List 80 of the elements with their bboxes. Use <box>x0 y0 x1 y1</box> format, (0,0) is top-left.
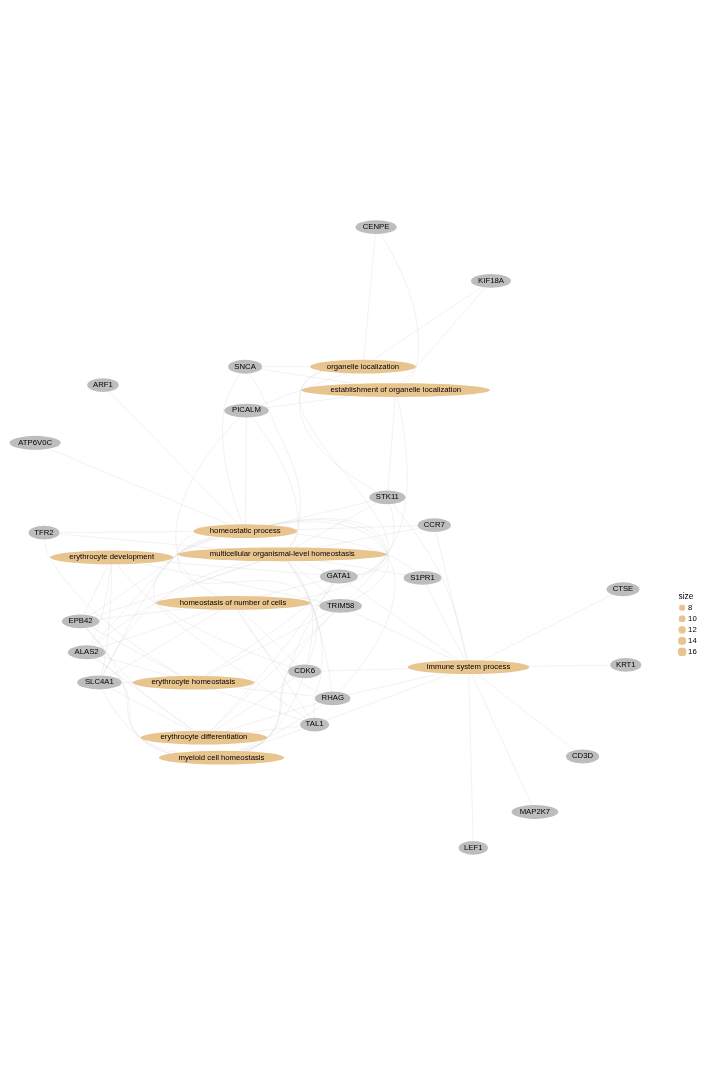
connector <box>252 416 299 547</box>
connector <box>236 686 316 697</box>
connector <box>316 527 420 548</box>
connector <box>425 584 466 660</box>
connector <box>222 372 243 524</box>
connector <box>477 673 575 750</box>
connector <box>347 582 459 660</box>
connector <box>109 390 239 524</box>
connector <box>89 563 112 646</box>
connector <box>86 627 194 731</box>
connector <box>260 368 356 384</box>
connector <box>468 673 474 841</box>
connector <box>225 702 319 731</box>
connector <box>153 536 307 719</box>
connector <box>91 626 181 676</box>
connector <box>237 609 311 718</box>
connector <box>373 286 482 360</box>
connector <box>83 563 109 615</box>
connector <box>95 657 195 731</box>
connector <box>94 560 262 617</box>
connector <box>249 372 301 547</box>
connector <box>290 560 334 599</box>
connector <box>293 533 416 572</box>
connector <box>212 688 303 721</box>
connector <box>89 536 221 615</box>
connector <box>86 627 171 754</box>
connector <box>92 536 219 646</box>
connector <box>260 372 346 405</box>
connector <box>326 673 451 720</box>
connector <box>401 287 486 383</box>
connector <box>101 563 112 676</box>
connector <box>177 533 317 665</box>
connector <box>44 539 182 676</box>
connector <box>299 370 377 492</box>
connector <box>98 607 188 619</box>
connector <box>94 560 260 646</box>
connector <box>272 521 395 692</box>
connector <box>102 560 251 676</box>
connector <box>299 370 389 575</box>
connector <box>175 416 240 596</box>
connector <box>352 611 455 660</box>
connector <box>294 502 378 547</box>
connector <box>259 579 324 596</box>
connector <box>270 500 373 525</box>
connector <box>244 677 303 751</box>
connector <box>49 448 230 525</box>
connector <box>269 518 388 575</box>
connector <box>110 687 192 731</box>
connector <box>140 562 323 602</box>
connector <box>363 233 376 360</box>
connector <box>121 681 133 683</box>
connector <box>392 503 468 660</box>
connector <box>102 688 178 753</box>
connector <box>161 560 321 575</box>
connector <box>435 531 467 660</box>
connector <box>59 533 221 549</box>
connector <box>214 676 296 731</box>
connector <box>299 560 326 571</box>
connector <box>238 703 324 751</box>
connector <box>240 728 303 751</box>
connector <box>298 503 395 599</box>
connector <box>288 560 313 665</box>
connector <box>270 519 389 600</box>
connector <box>347 672 442 695</box>
connector <box>482 594 613 660</box>
connector <box>320 560 406 575</box>
label: size <box>678 590 694 600</box>
connector <box>380 233 419 383</box>
connector <box>116 563 292 667</box>
connector <box>109 609 222 676</box>
connector <box>266 395 352 408</box>
connector <box>102 536 215 676</box>
connector <box>471 673 532 805</box>
connector <box>240 609 299 665</box>
connector <box>387 396 396 490</box>
connector <box>295 525 418 530</box>
connector <box>96 657 171 754</box>
connector <box>247 725 301 733</box>
connector <box>100 609 214 648</box>
connector <box>101 655 171 676</box>
